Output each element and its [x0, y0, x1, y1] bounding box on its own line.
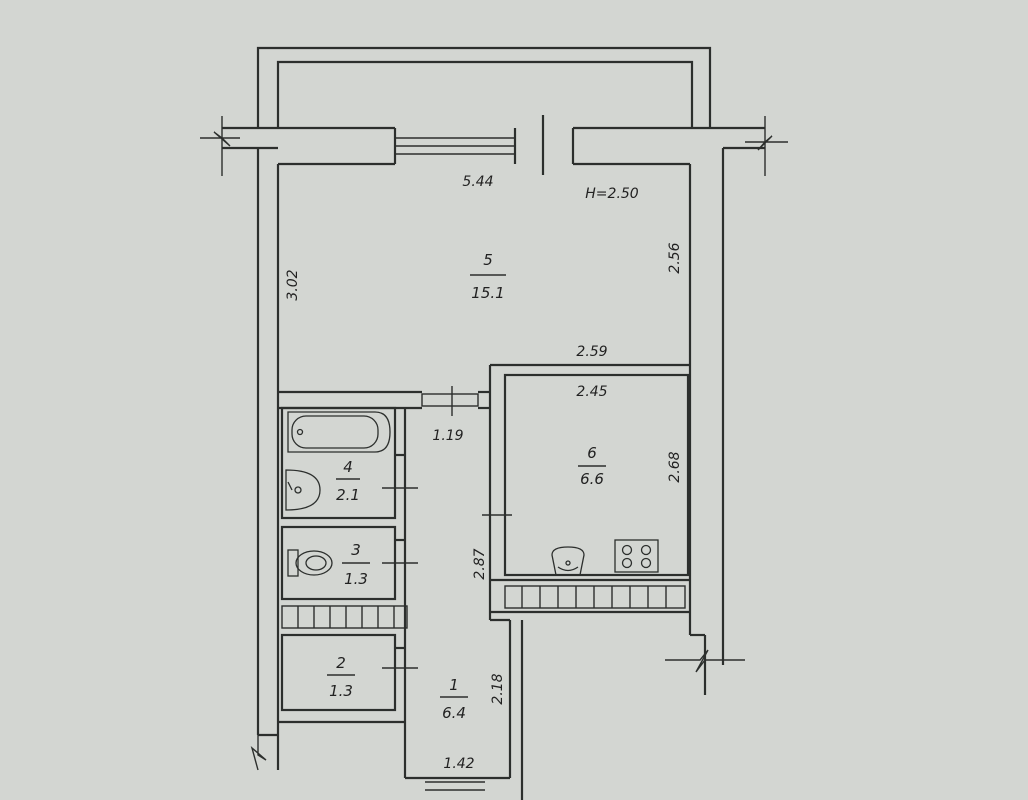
door-room-2 — [382, 646, 418, 669]
ceiling-height: H=2.50 — [585, 186, 639, 202]
dim-room6-depth: 2.68 — [667, 451, 683, 482]
room-label-1: 1 6.4 — [440, 676, 468, 722]
room-area-5: 15.1 — [471, 284, 504, 302]
room-label-3: 3 1.3 — [342, 541, 370, 588]
dim-hall-width: 1.42 — [443, 756, 474, 772]
room-number-1: 1 — [449, 676, 459, 694]
radiator-kitchen — [504, 585, 686, 609]
washbasin-icon — [285, 469, 321, 511]
radiator-utility — [281, 605, 408, 629]
break-mark-right — [745, 116, 788, 176]
door-room-4 — [382, 453, 418, 489]
balcony — [256, 46, 712, 128]
room-number-4: 4 — [343, 458, 353, 476]
kitchen-sink-icon — [551, 546, 585, 576]
room-number-2: 2 — [336, 654, 346, 672]
room-label-6: 6 6.6 — [578, 444, 606, 488]
dim-corridor-width: 1.19 — [432, 428, 463, 444]
exterior-wall-left — [250, 148, 405, 771]
door-room-3 — [382, 538, 418, 564]
stove-icon — [614, 539, 659, 573]
room-number-5: 5 — [483, 251, 493, 269]
room-number-3: 3 — [351, 541, 361, 559]
room-area-3: 1.3 — [344, 570, 368, 588]
room-2-walls — [280, 633, 397, 712]
break-mark-left — [200, 116, 240, 176]
window — [395, 128, 517, 164]
dim-room6-width: 2.45 — [576, 384, 607, 400]
room-3-walls — [280, 525, 397, 601]
room-area-6: 6.6 — [580, 470, 604, 488]
room-4-walls — [280, 406, 397, 520]
exterior-wall-top — [222, 126, 765, 166]
room-label-2: 2 1.3 — [327, 654, 355, 700]
exterior-wall-right — [665, 148, 745, 695]
bathtub-icon — [287, 411, 391, 453]
room-area-1: 6.4 — [442, 704, 466, 722]
corridor-walls — [403, 408, 524, 800]
toilet-icon — [287, 549, 333, 577]
room-area-4: 2.1 — [336, 486, 360, 504]
dim-room5-width: 5.44 — [462, 174, 493, 190]
room-label-5: 5 15.1 — [470, 251, 506, 302]
room-6-walls — [490, 373, 690, 614]
room-area-2: 1.3 — [329, 682, 353, 700]
room-label-4: 4 2.1 — [336, 458, 360, 504]
dim-room5-step: 2.59 — [576, 344, 607, 360]
room-number-6: 6 — [587, 444, 597, 462]
door-room-5 — [421, 386, 479, 416]
dim-room5-depth-right: 2.56 — [667, 242, 683, 273]
dim-room5-depth-left: 3.02 — [285, 269, 301, 300]
dim-corridor-length: 2.87 — [472, 548, 488, 579]
dim-hall-length: 2.18 — [490, 673, 506, 704]
